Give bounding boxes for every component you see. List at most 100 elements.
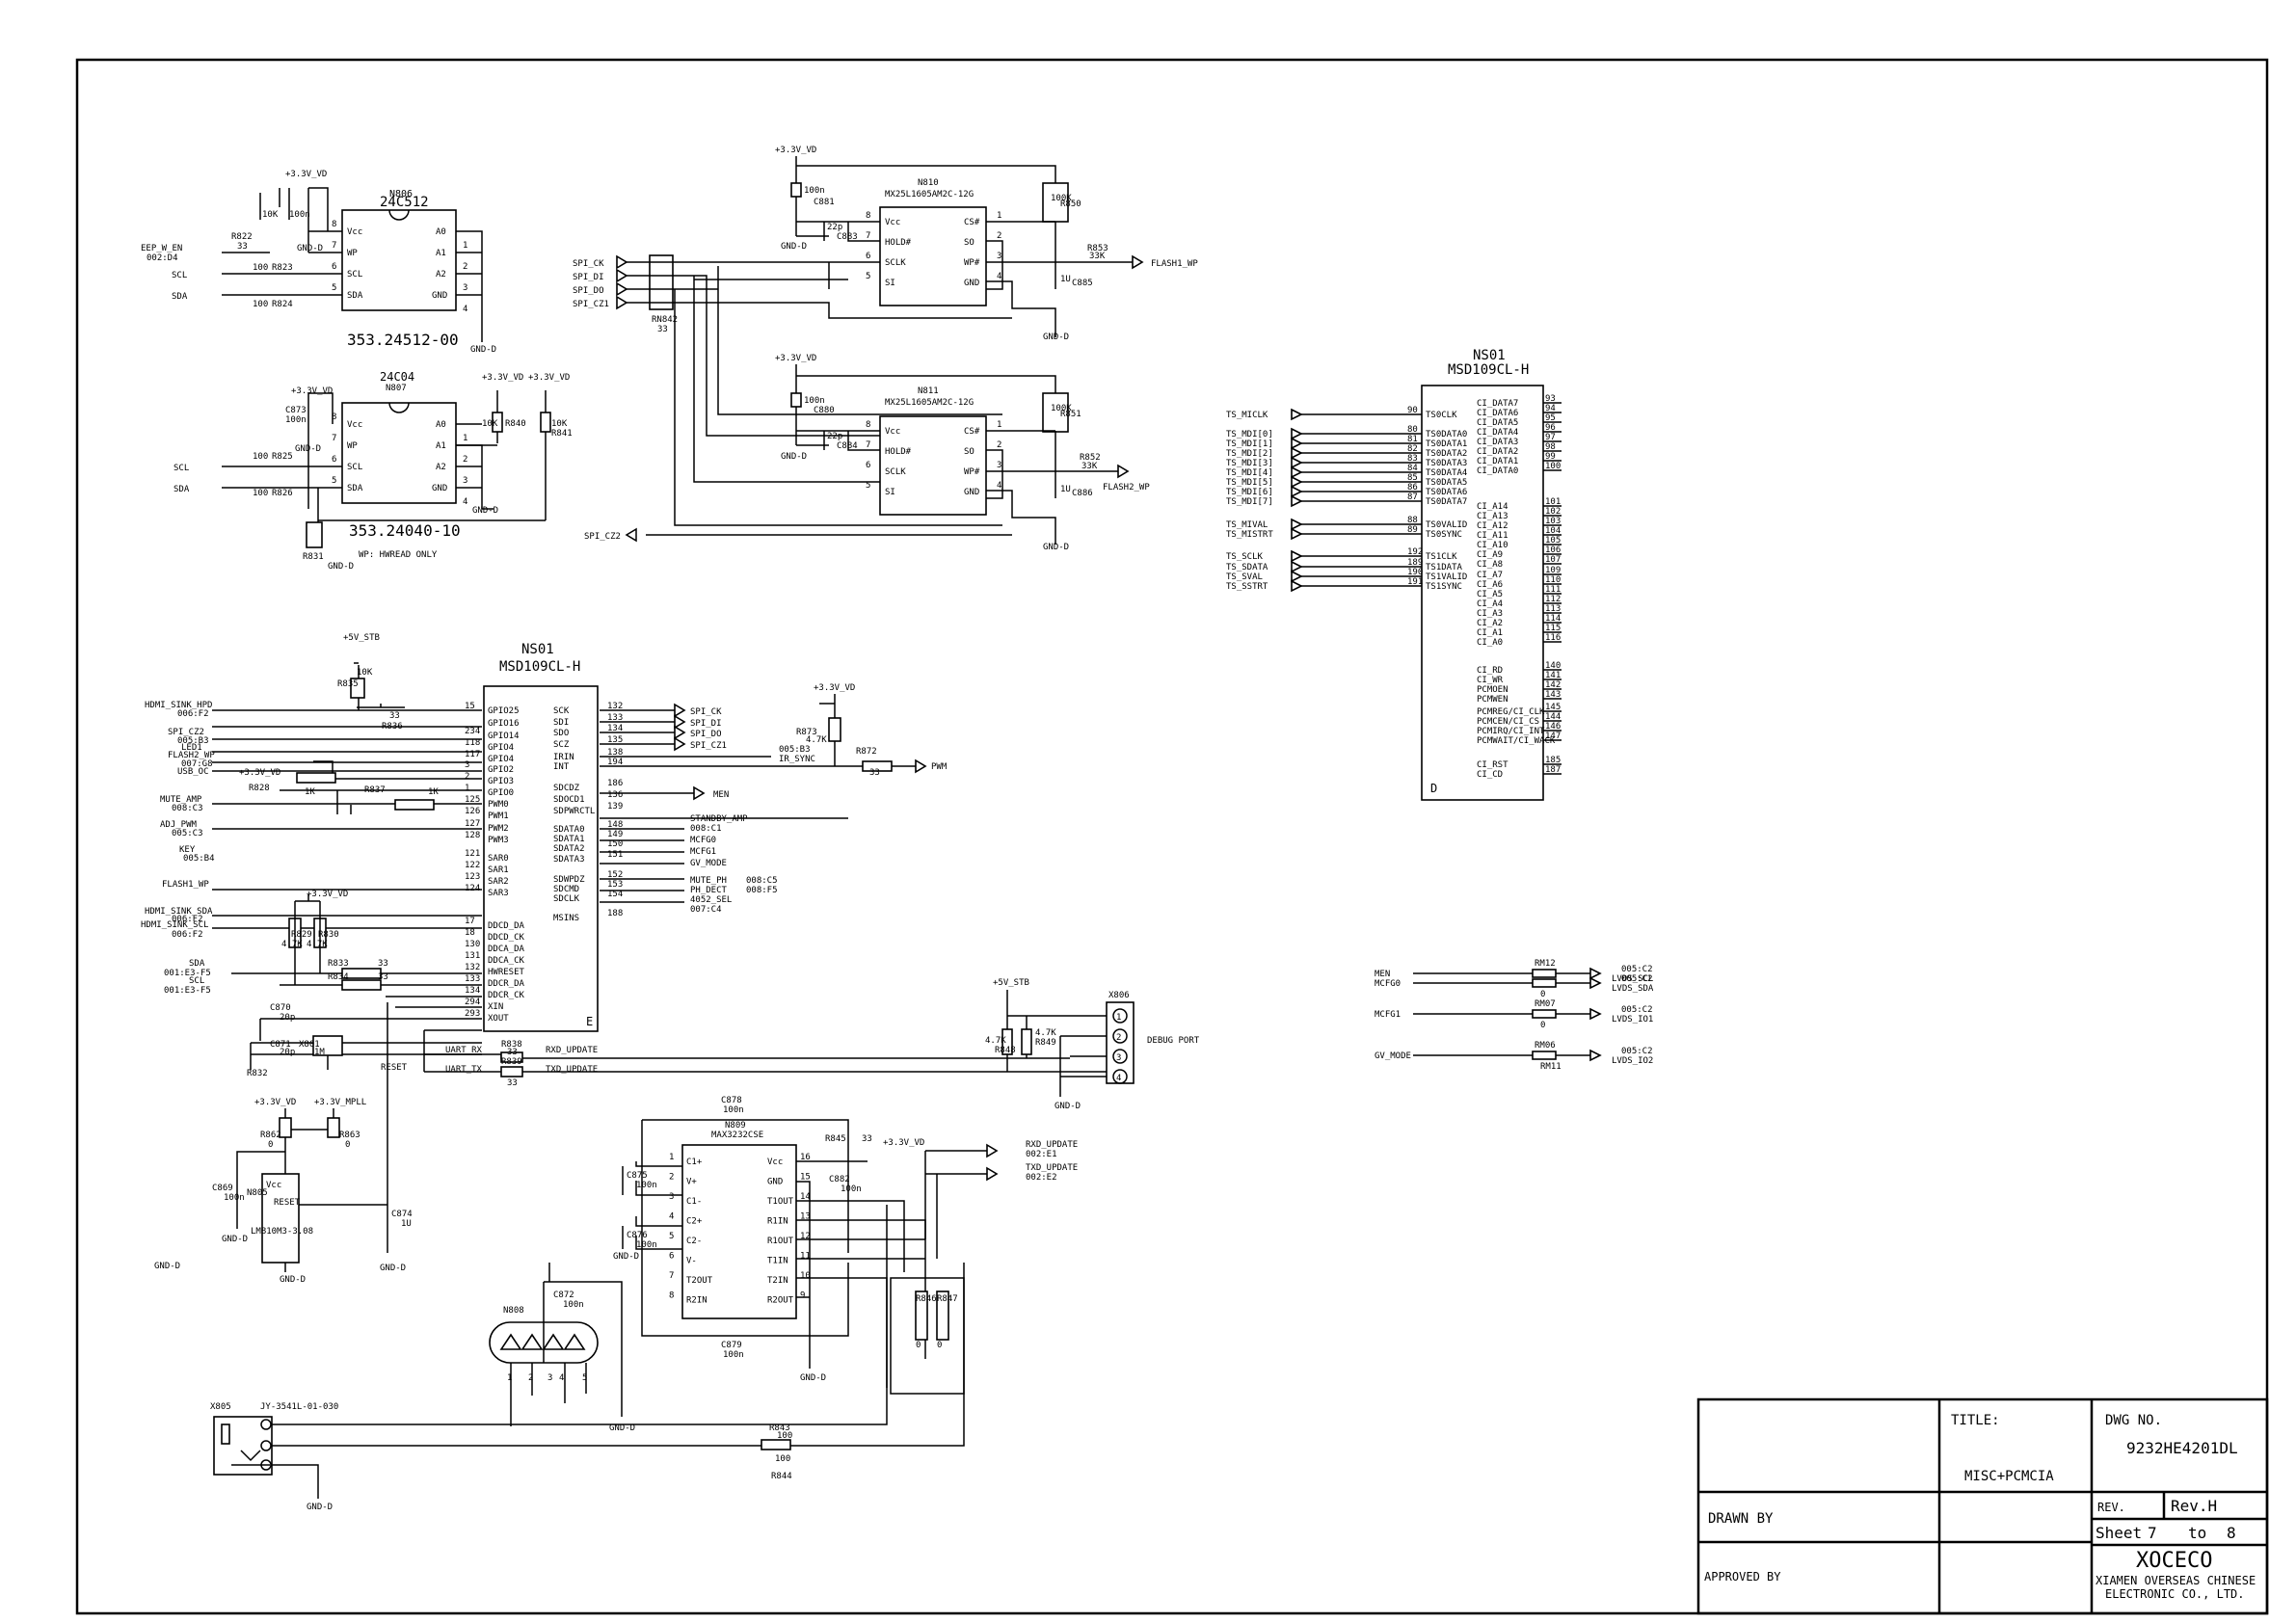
value-label: R849 — [1035, 1038, 1056, 1048]
net-label: C871 — [270, 1040, 291, 1050]
resistor — [1532, 969, 1557, 978]
max3232-n809: N809 MAX3232CSE C1+1V+2C1-3C2+4C2-5V-6T2… — [613, 1096, 1078, 1395]
debug-port-x806: 1 2 3 4 X806 DEBUG PORT +5V_STB 4.7K R84… — [423, 978, 1200, 1111]
pin-number: 83 — [1407, 454, 1418, 464]
ns01-left-net-labels: HDMI_SINK_HPD006:F2SPI_CZ2005:B3LED1FLAS… — [141, 633, 439, 1271]
value-label: 4.7K — [1035, 1028, 1056, 1038]
pin-label: HOLD# — [885, 447, 912, 457]
net-label: 1K — [428, 787, 439, 797]
net-label: MUTE_AMP — [160, 795, 202, 805]
gnd-label: GND-D — [800, 1373, 826, 1383]
pin-number: 107 — [1545, 555, 1561, 565]
net-label: R836 — [382, 722, 403, 732]
flash-n811: N811 MX25L1605AM2C-12G Vcc HOLD# SCLK SI… — [775, 354, 1150, 552]
value-label: C872 — [553, 1290, 574, 1300]
value-label: 10K — [482, 419, 498, 429]
value-label: 22p — [827, 432, 842, 441]
pin-label: SCL — [347, 270, 362, 279]
gnd-label: GND-D — [307, 1503, 333, 1512]
value-label: C873 — [285, 406, 307, 415]
pin-number: 152 — [607, 870, 623, 880]
pin-number: 95 — [1545, 413, 1556, 423]
net-label: SPI_CZ1 — [573, 300, 609, 309]
pin-label: R2IN — [686, 1296, 707, 1306]
net-label: 001:E3-F5 — [164, 986, 211, 996]
pin-number: 110 — [1545, 575, 1561, 585]
pin-label: Vcc — [347, 420, 362, 430]
pin-number: 141 — [1545, 671, 1561, 680]
pin-number: 14 — [800, 1192, 811, 1202]
net-label: GND-D — [154, 1262, 180, 1271]
pin-number: 154 — [607, 890, 623, 899]
pin-label: CI_DATA2 — [1477, 447, 1518, 457]
port-arrow — [1589, 1049, 1602, 1062]
ic-ref: NS01 — [1473, 348, 1506, 363]
pin-number: 293 — [465, 1009, 480, 1019]
supply-label: +3.3V_VD — [775, 146, 816, 155]
pin-number: 134 — [465, 986, 480, 996]
pin-number: 5 — [866, 481, 870, 491]
net-label: +5V_STB — [343, 633, 380, 643]
net-label: TXD_UPDATE — [1026, 1163, 1078, 1173]
net-label: SPI_CZ2 — [168, 728, 204, 737]
pin-label: R1OUT — [767, 1237, 794, 1246]
ns01-main-ic: NS01 MSD109CL-H E GPIO2515GPIO16GPIO1423… — [465, 642, 623, 1032]
net-label: 4.7K — [281, 940, 303, 949]
pin-number: 2 — [1116, 1033, 1121, 1043]
pin-label: SCL — [347, 463, 362, 472]
pin-number: 8 — [866, 420, 870, 430]
net-label: R833 — [328, 959, 349, 969]
pin-label: SAR1 — [488, 865, 509, 875]
pin-number: 2 — [997, 440, 1001, 450]
net-label: SPI_DI — [690, 719, 722, 729]
port-arrow — [1291, 427, 1303, 440]
flash2-ref: N811 — [918, 386, 939, 396]
pin-number: 188 — [607, 909, 623, 918]
pin-number: 98 — [1545, 442, 1556, 452]
pin-number: 4 — [669, 1212, 674, 1222]
pin-label: GPIO25 — [488, 706, 520, 716]
value-label: 100n — [723, 1105, 744, 1115]
gnd-label: GND-D — [380, 1264, 406, 1273]
pin-label: PWM1 — [488, 812, 509, 821]
net-label: 006:F2 — [172, 930, 203, 940]
pin-number: 1 — [997, 420, 1001, 430]
port-arrow — [1291, 579, 1303, 593]
pin-number: 116 — [1545, 633, 1561, 643]
net-label: LVDS_IO1 — [1612, 1015, 1653, 1024]
pin-number: 190 — [1407, 568, 1423, 577]
value-label: 4.7K — [985, 1036, 1006, 1046]
pin-label: TS0VALID — [1426, 520, 1467, 530]
net-label: +3.3V_VD — [239, 768, 280, 778]
net-label: 007:C4 — [690, 905, 722, 915]
pin-label: GPIO3 — [488, 777, 514, 786]
pin-label: PCMOEN — [1477, 685, 1508, 695]
pin-number: 146 — [1545, 722, 1561, 732]
pin-number: 113 — [1545, 604, 1561, 614]
connector-part: JY-3541L-01-030 — [260, 1402, 338, 1412]
pin-label: GND — [767, 1178, 783, 1187]
pin-label: R2OUT — [767, 1296, 794, 1306]
pin-number: 3 — [465, 760, 469, 770]
net-label: LVDS_IO2 — [1612, 1056, 1653, 1066]
pin-number: 134 — [607, 724, 623, 733]
net-label: TS_MDI[3] — [1226, 459, 1273, 468]
eeprom2-code: 353.24040-10 — [349, 521, 461, 540]
value-label: 100n — [563, 1300, 584, 1310]
net-label: LVDS_SDA — [1612, 984, 1654, 994]
pin-number: 148 — [607, 820, 623, 830]
net-label: SCL — [174, 464, 189, 473]
pin-number: 142 — [1545, 680, 1561, 690]
net-label: SPI_CZ1 — [690, 741, 727, 751]
pin-label: CI_A11 — [1477, 531, 1508, 541]
pin-label: C2+ — [686, 1217, 703, 1227]
pin-label: PWM2 — [488, 824, 509, 834]
pin-number: 4 — [997, 481, 1001, 491]
value-label: R831 — [303, 552, 324, 562]
net-label: 005:C2 — [1621, 965, 1653, 974]
pin-number: 2 — [528, 1373, 533, 1383]
pin-number: 294 — [465, 998, 480, 1007]
value-label: 100n — [285, 415, 307, 425]
gnd-label: GND-D — [1055, 1102, 1081, 1111]
value-label: R848 — [995, 1046, 1016, 1055]
